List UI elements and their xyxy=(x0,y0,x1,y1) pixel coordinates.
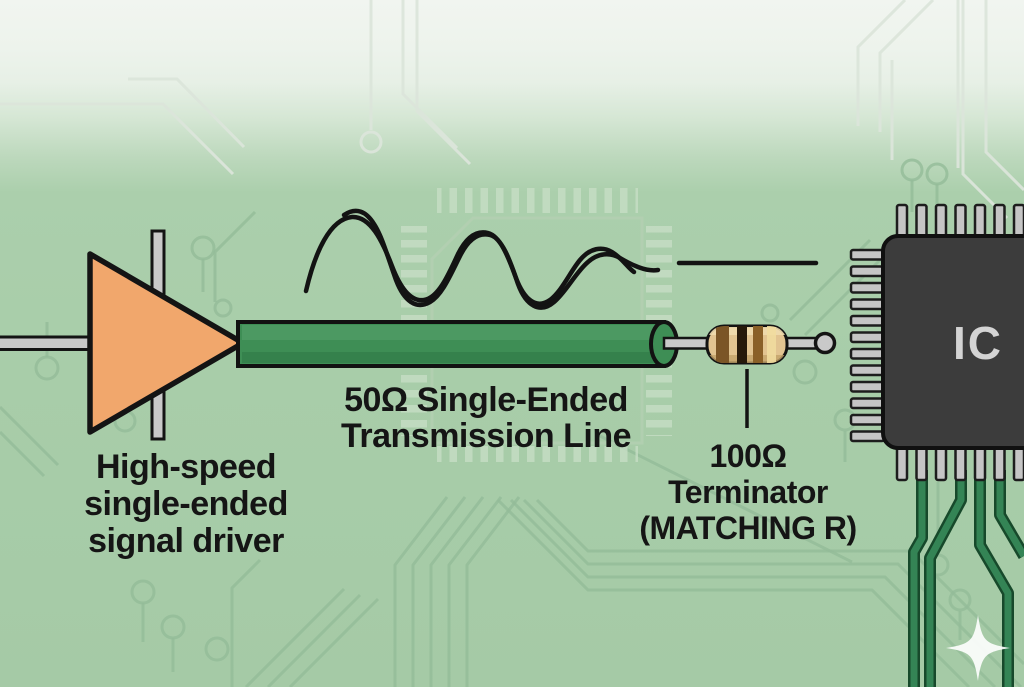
ic-pin xyxy=(849,413,886,426)
transmission-line-label: 50Ω Single-Ended Transmission Line xyxy=(330,382,642,454)
ic-label: IC xyxy=(953,317,1003,369)
ic-pin xyxy=(954,203,967,240)
pcb-trace xyxy=(910,470,926,687)
ic-pin xyxy=(915,445,928,482)
driver-symbol xyxy=(0,229,246,441)
resistor-band-brown-2 xyxy=(753,326,763,363)
transmission-line-shadow xyxy=(242,352,660,363)
driver-label-line2: single-ended xyxy=(84,485,288,523)
signal-wave-b xyxy=(341,208,661,310)
transmission-line xyxy=(236,320,679,368)
ic-pin xyxy=(954,445,967,482)
ic-pin xyxy=(934,203,948,240)
transmission-line-label-line1: 50Ω Single-Ended xyxy=(344,381,628,419)
driver-triangle-icon xyxy=(87,251,246,435)
ic-pin xyxy=(849,397,886,410)
ic-pin xyxy=(1012,445,1024,482)
ic-pin xyxy=(849,248,886,261)
terminator-label-line2: Terminator xyxy=(668,474,828,510)
pcb-trace xyxy=(926,470,965,687)
ic-pin xyxy=(849,364,886,377)
ic-pin xyxy=(849,314,886,327)
ic-pin xyxy=(973,203,987,240)
transmission-line-label-line2: Transmission Line xyxy=(340,417,632,455)
pcb-trace xyxy=(996,470,1024,558)
resistor-band-brown-1 xyxy=(716,326,729,363)
driver-input-wire xyxy=(0,335,95,351)
ic-pin xyxy=(849,380,886,393)
driver-label-line3: signal driver xyxy=(88,522,284,560)
signal-wave-a xyxy=(303,214,637,306)
ic-chip: IC xyxy=(849,203,1024,482)
ic-pin xyxy=(1012,203,1024,240)
ic-pin xyxy=(849,265,886,278)
ic-pin xyxy=(993,445,1006,482)
ic-pin xyxy=(895,203,909,240)
driver-label-line1: High-speed xyxy=(95,448,277,486)
ic-pin xyxy=(915,203,928,240)
sparkle-icon xyxy=(946,615,1010,681)
resistor-lead-end-dot xyxy=(813,331,837,355)
terminator-label-line1: 100Ω xyxy=(709,438,787,474)
terminator-label-line3: (MATCHING R) xyxy=(639,510,857,546)
ringing-signal-waves xyxy=(303,208,819,310)
resistor-band-gold xyxy=(767,326,776,363)
ic-pin xyxy=(849,298,886,311)
pcb-trace xyxy=(976,470,1012,687)
ic-pin xyxy=(849,281,886,294)
driver-label: High-speed single-ended signal driver xyxy=(30,449,342,560)
ic-chip-body xyxy=(881,234,1024,450)
ic-pin xyxy=(849,347,886,360)
transmission-line-highlight xyxy=(242,325,660,340)
ic-pin xyxy=(973,445,987,482)
ic-pin xyxy=(895,445,909,482)
pcb-dark-traces xyxy=(908,470,1024,687)
resistor-band-black xyxy=(737,326,747,363)
ic-pin xyxy=(849,331,886,344)
ic-pin xyxy=(993,203,1006,240)
terminator-label: 100Ω Terminator (MATCHING R) xyxy=(613,438,883,546)
ic-pin xyxy=(934,445,948,482)
terminator-resistor xyxy=(662,324,837,428)
